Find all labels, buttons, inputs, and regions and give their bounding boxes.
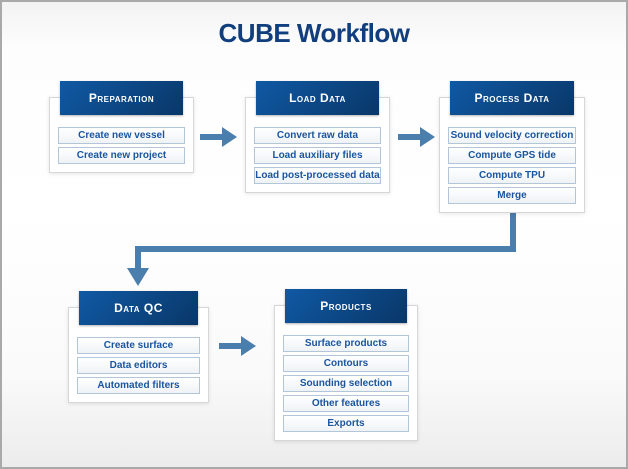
workflow-box-data-qc: Data QC Create surface Data editors Auto… <box>68 291 209 403</box>
arrow-right-icon <box>219 336 256 356</box>
workflow-step-item: Create new project <box>58 147 185 164</box>
workflow-step-item: Contours <box>283 355 409 372</box>
workflow-step-item: Automated filters <box>77 377 200 394</box>
workflow-step-item: Other features <box>283 395 409 412</box>
workflow-step-item: Sound velocity correction <box>448 127 576 144</box>
workflow-step-item: Compute GPS tide <box>448 147 576 164</box>
workflow-step-item: Data editors <box>77 357 200 374</box>
workflow-box-preparation: Preparation Create new vessel Create new… <box>49 81 194 173</box>
box-card-products: Surface products Contours Sounding selec… <box>274 305 418 441</box>
box-header-process-data: Process Data <box>450 81 574 115</box>
box-header-data-qc: Data QC <box>79 291 198 325</box>
workflow-step-item: Load auxiliary files <box>254 147 381 164</box>
workflow-step-item: Exports <box>283 415 409 432</box>
workflow-step-item: Create new vessel <box>58 127 185 144</box>
workflow-step-item: Convert raw data <box>254 127 381 144</box>
workflow-step-item: Surface products <box>283 335 409 352</box>
box-header-products: Products <box>285 289 407 323</box>
workflow-box-products: Products Surface products Contours Sound… <box>274 289 418 441</box>
box-header-preparation: Preparation <box>60 81 183 115</box>
arrow-right-icon <box>200 127 237 147</box>
workflow-step-item: Merge <box>448 187 576 204</box>
workflow-step-item: Compute TPU <box>448 167 576 184</box>
arrow-right-icon <box>398 127 435 147</box>
workflow-step-item: Sounding selection <box>283 375 409 392</box>
workflow-step-item: Create surface <box>77 337 200 354</box>
workflow-step-item: Load post-processed data <box>254 167 381 184</box>
workflow-box-load-data: Load Data Convert raw data Load auxiliar… <box>245 81 390 193</box>
diagram-title: CUBE Workflow <box>218 18 410 48</box>
workflow-box-process-data: Process Data Sound velocity correction C… <box>439 81 585 213</box>
box-header-load-data: Load Data <box>256 81 379 115</box>
